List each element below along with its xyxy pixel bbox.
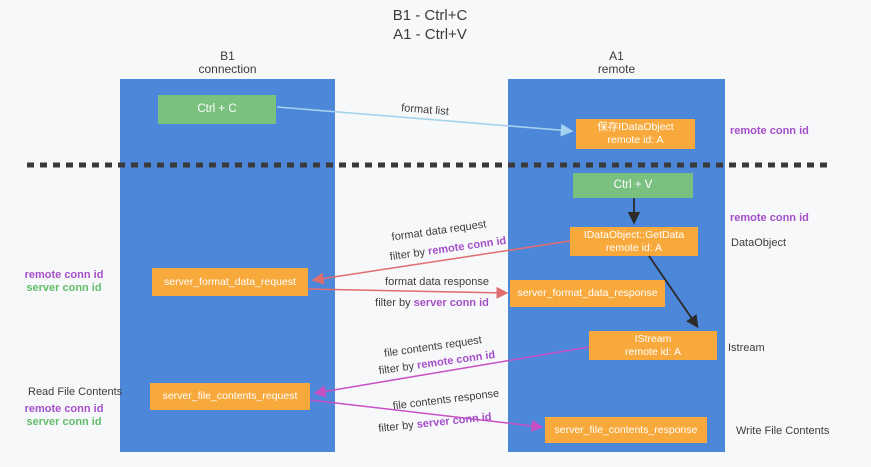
- column-b1-name: B1: [220, 49, 235, 63]
- filter-by-text: filter by: [389, 246, 426, 264]
- left-conn-ids-bottom: remote conn id server conn id: [14, 403, 114, 429]
- remote-conn-id-text: remote conn id: [427, 234, 507, 258]
- remote-conn-id-left-2: remote conn id: [24, 403, 104, 415]
- dataobject-label: DataObject: [731, 237, 787, 249]
- server-format-data-request-label: server_format_data_request: [164, 275, 296, 288]
- format-data-response-arrow: [307, 286, 509, 299]
- server-conn-id-left-2: server conn id: [26, 416, 102, 428]
- title-line-2: A1 - Ctrl+V: [393, 26, 467, 43]
- remote-conn-id-right-mid: remote conn id: [730, 212, 809, 224]
- server-format-data-request-box: server_format_data_request: [152, 268, 308, 296]
- filter-by-text: filter by: [378, 360, 415, 378]
- filter-by-server-conn-id-label-1: filter by server conn id: [375, 297, 489, 309]
- column-header-b1: B1 connection: [120, 50, 335, 76]
- server-file-contents-response-box: server_file_contents_response: [545, 417, 707, 443]
- server-file-contents-request-box: server_file_contents_request: [150, 383, 310, 410]
- ctrl-v-label: Ctrl + V: [613, 179, 653, 191]
- write-file-contents-label: Write File Contents: [736, 425, 830, 437]
- server-conn-id-left-1: server conn id: [26, 282, 102, 294]
- ctrl-c-box: Ctrl + C: [158, 95, 276, 124]
- server-conn-id-text: server conn id: [416, 411, 493, 431]
- server-format-data-response-box: server_format_data_response: [510, 280, 665, 307]
- filter-by-server-conn-id-label-2: filter by server conn id: [378, 411, 492, 435]
- save-dataobject-line1: 保存IDataObject: [597, 121, 674, 133]
- left-conn-ids-top: remote conn id server conn id: [14, 269, 114, 295]
- filter-by-text: filter by: [375, 297, 411, 309]
- column-a1-name: A1: [609, 49, 624, 63]
- getdata-line1: IDataObject::GetData: [583, 228, 685, 241]
- istream-box: IStream remote id: A: [589, 331, 717, 360]
- ctrl-v-box: Ctrl + V: [573, 173, 693, 198]
- istream-line2: remote id: A: [624, 345, 682, 358]
- filter-by-text: filter by: [377, 419, 415, 435]
- server-conn-id-text: server conn id: [413, 297, 489, 309]
- title-line-1: B1 - Ctrl+C: [392, 7, 468, 24]
- file-contents-response-label: file contents response: [392, 387, 500, 413]
- getdata-box: IDataObject::GetData remote id: A: [570, 227, 698, 256]
- diagram-title: B1 - Ctrl+C A1 - Ctrl+V: [0, 6, 860, 44]
- server-file-contents-response-label: server_file_contents_response: [554, 423, 698, 436]
- format-data-response-label: format data response: [385, 276, 489, 288]
- ctrl-c-label: Ctrl + C: [197, 103, 237, 115]
- getdata-line2: remote id: A: [605, 241, 663, 254]
- server-file-contents-request-label: server_file_contents_request: [162, 390, 298, 402]
- read-file-contents-label: Read File Contents: [28, 386, 123, 398]
- save-dataobject-line2: remote id: A: [607, 134, 664, 146]
- server-format-data-response-label: server_format_data_response: [517, 287, 658, 299]
- remote-conn-id-right-top: remote conn id: [730, 125, 809, 137]
- istream-line1: IStream: [634, 332, 672, 345]
- column-b1-subtitle: connection: [198, 62, 257, 76]
- remote-conn-id-left-1: remote conn id: [24, 269, 104, 281]
- column-a1-subtitle: remote: [597, 62, 636, 76]
- save-dataobject-box: 保存IDataObject remote id: A: [576, 119, 695, 149]
- column-header-a1: A1 remote: [508, 50, 725, 76]
- istream-side-label: Istream: [728, 342, 765, 354]
- format-list-label: format list: [400, 102, 450, 118]
